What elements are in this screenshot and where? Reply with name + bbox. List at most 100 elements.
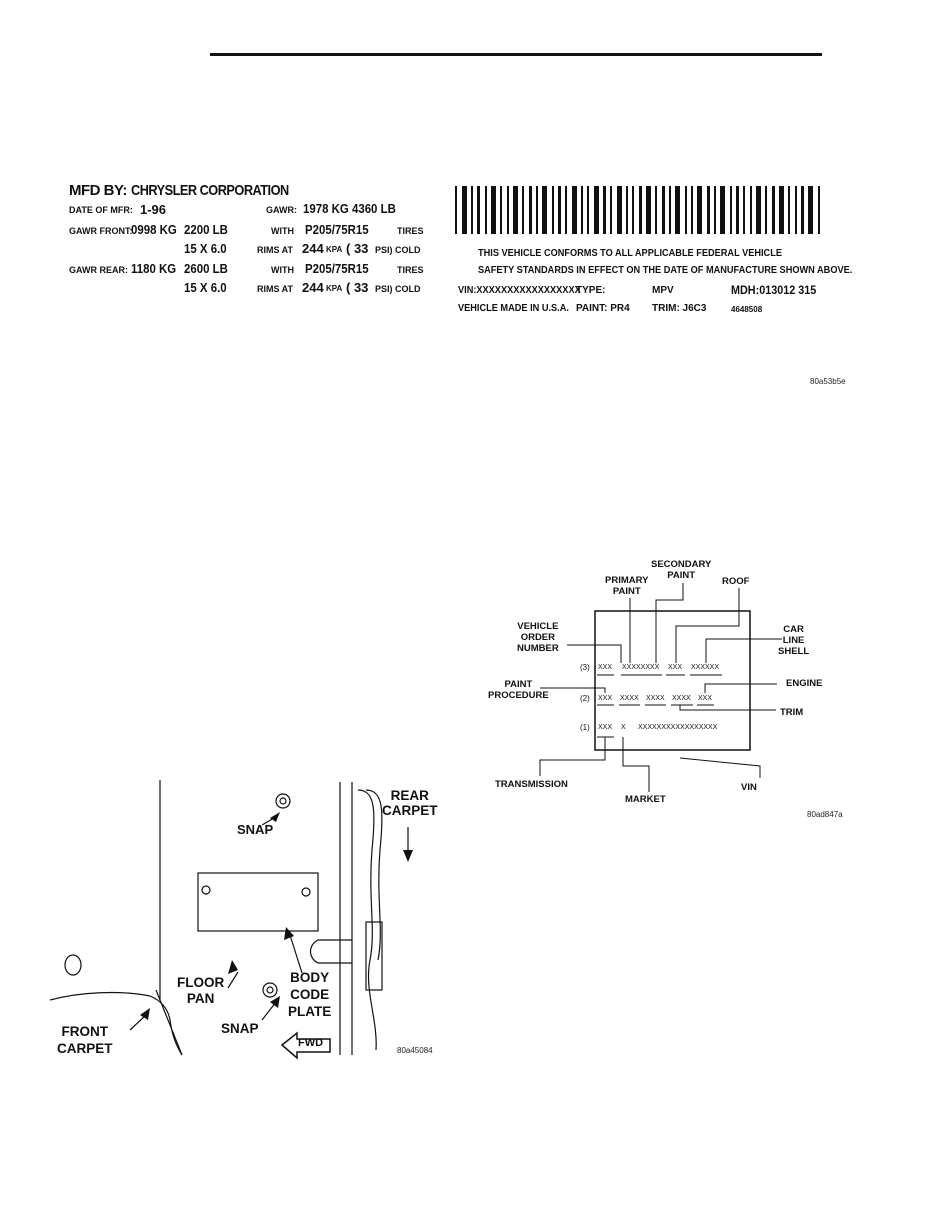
barcode-bar <box>788 186 790 234</box>
barcode-bar <box>655 186 657 234</box>
barcode-bar <box>513 186 518 234</box>
barcode-bar <box>529 186 532 234</box>
gawr-value: 1978 KG 4360 LB <box>303 201 396 216</box>
row-2-field-a: XXX <box>598 695 613 702</box>
pressure-psi-2: ( 33 <box>346 280 369 295</box>
barcode-bar <box>522 186 524 234</box>
gawr-rear-label: GAWR REAR: <box>69 265 128 275</box>
barcode-bar <box>818 186 820 234</box>
barcode-bar <box>801 186 804 234</box>
type-label: TYPE: <box>576 285 606 296</box>
market-label: MARKET <box>625 794 666 805</box>
barcode-bar <box>500 186 502 234</box>
pressure-kpa-1: 244 <box>302 241 324 256</box>
tires-label-2: TIRES <box>397 265 424 275</box>
tire-size-2: P205/75R15 <box>305 261 369 276</box>
mdh-value: MDH:013012 315 <box>731 283 817 297</box>
transmission-label: TRANSMISSION <box>495 779 568 790</box>
type-value: MPV <box>652 285 674 296</box>
barcode-bar <box>558 186 561 234</box>
barcode-bar <box>669 186 671 234</box>
barcode-bar <box>662 186 665 234</box>
gawr-rear-kg: 1180 KG <box>131 261 177 276</box>
barcode-bar <box>552 186 554 234</box>
barcode-bar <box>730 186 732 234</box>
roof-label: ROOF <box>722 576 750 587</box>
plate-outline <box>594 610 751 751</box>
made-in-value: VEHICLE MADE IN U.S.A. <box>458 303 569 314</box>
barcode-bar <box>697 186 702 234</box>
rim-size-2: 15 X 6.0 <box>184 280 227 295</box>
trim-label: TRIM <box>780 707 804 718</box>
figure-code-1: 80a53b5e <box>810 377 846 386</box>
figure-code-3: 80a45084 <box>397 1046 433 1055</box>
row-1-field-a: XXX <box>598 724 613 731</box>
barcode-bar <box>610 186 612 234</box>
barcode-bar <box>632 186 634 234</box>
rims-at-label-2: RIMS AT <box>257 284 293 294</box>
row-1-number: (1) <box>580 723 590 732</box>
kpa-unit-1: KPA <box>326 245 343 254</box>
barcode-bar <box>572 186 577 234</box>
barcode-bar <box>594 186 599 234</box>
gawr-front-label: GAWR FRONT: <box>69 226 133 236</box>
fwd-arrow-shape <box>280 1031 331 1060</box>
barcode-bar <box>736 186 739 234</box>
barcode-bar <box>565 186 567 234</box>
row-1-field-c: XXXXXXXXXXXXXXXXX <box>638 724 718 731</box>
barcode-bar <box>603 186 606 234</box>
row-2-field-d: XXXX <box>672 695 691 702</box>
barcode-bar <box>536 186 538 234</box>
barcode-bar <box>691 186 693 234</box>
psi-cold-label-2: PSI) COLD <box>375 284 421 294</box>
mfd-by-label: MFD BY: <box>69 182 127 199</box>
part-number: 4648508 <box>731 305 763 314</box>
barcode-bar <box>617 186 622 234</box>
pressure-psi-1: ( 33 <box>346 241 369 256</box>
fwd-label: FWD <box>298 1037 324 1049</box>
barcode-bar <box>507 186 509 234</box>
date-of-mfr-value: 1-96 <box>140 202 167 217</box>
manufacturer-name: CHRYSLER CORPORATION <box>131 182 289 199</box>
gawr-front-kg: 0998 KG <box>131 222 177 237</box>
barcode-bar <box>587 186 589 234</box>
tire-size-1: P205/75R15 <box>305 222 369 237</box>
barcode-bar <box>626 186 628 234</box>
with-label-2: WITH <box>271 265 294 275</box>
row-3-field-c: XXX <box>668 664 683 671</box>
barcode-bar <box>714 186 716 234</box>
header-rule <box>210 53 822 56</box>
barcode-bar <box>485 186 487 234</box>
row-2-field-b: XXXX <box>620 695 639 702</box>
barcode-graphic <box>455 186 820 234</box>
barcode-bar <box>646 186 651 234</box>
barcode-bar <box>542 186 547 234</box>
barcode-bar <box>675 186 680 234</box>
gawr-rear-lb: 2600 LB <box>184 261 228 276</box>
body-code-plate-diagram <box>539 583 782 792</box>
with-label-1: WITH <box>271 226 294 236</box>
vin-value: VIN:XXXXXXXXXXXXXXXXX <box>458 285 581 296</box>
barcode-bar <box>756 186 761 234</box>
barcode-bar <box>455 186 457 234</box>
vin-label: VIN <box>741 782 757 793</box>
barcode-bar <box>808 186 813 234</box>
psi-cold-label-1: PSI) COLD <box>375 245 421 255</box>
barcode-bar <box>581 186 583 234</box>
figure-code-2: 80ad847a <box>807 810 843 819</box>
barcode-bar <box>743 186 745 234</box>
date-of-mfr-label: DATE OF MFR: <box>69 205 133 215</box>
trim-value: TRIM: J6C3 <box>652 303 707 314</box>
row-2-number: (2) <box>580 694 590 703</box>
barcode-bar <box>707 186 710 234</box>
row-3-number: (3) <box>580 663 590 672</box>
barcode-bar <box>765 186 767 234</box>
tires-label-1: TIRES <box>397 226 424 236</box>
